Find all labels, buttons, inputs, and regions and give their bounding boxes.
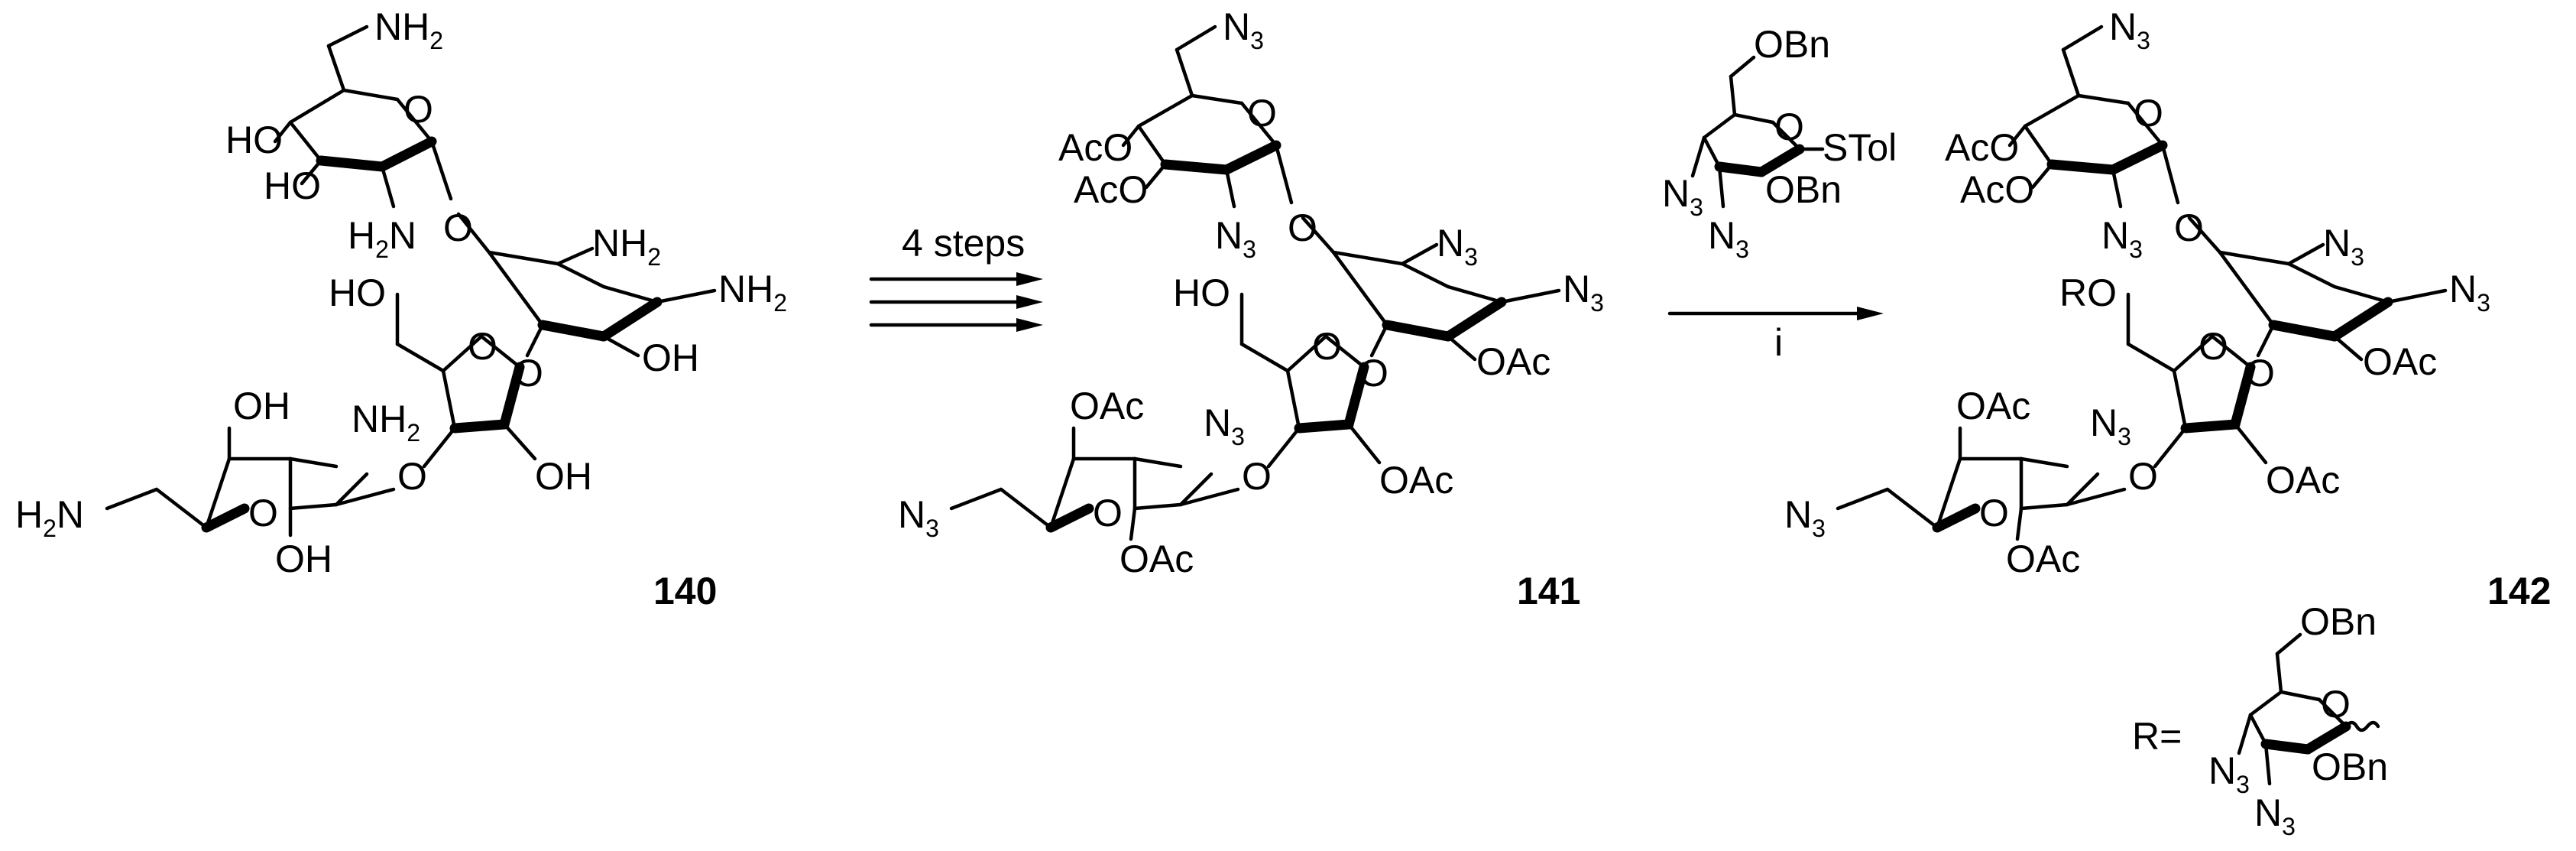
atom-o-ring-r: O [2321,683,2351,726]
atom-oh-140-e: OH [642,336,699,379]
ring-140-cyclohexane [487,246,717,358]
atom-n3-142-c: N3 [2323,222,2364,271]
atom-nh2-top-140: NH2 [374,5,443,54]
ring-142-furanose [2126,292,2268,469]
atom-oh-140-j: OH [275,538,332,580]
atom-n3-142-b: N3 [2101,214,2143,263]
atom-obn-donor-b: OBn [1765,168,1842,211]
atom-oh-140-g: OH [535,455,592,498]
atom-o-ring-140-furanose: O [468,325,497,368]
atom-ho-141-f: HO [1173,271,1230,314]
atom-n3-141-c: N3 [1437,222,1478,271]
ring-142-cyclohexane [2218,242,2448,362]
ring-141-furanose [1239,292,1382,469]
atom-o-ring-141-bottom: O [1093,492,1123,534]
atom-oac-141-i: OAc [1070,385,1144,427]
atom-o-ring-140-top: O [403,88,433,131]
r-definition-label: R= [2132,715,2182,758]
atom-n3-142-k: N3 [1784,493,1826,542]
atom-oac-142-i: OAc [1956,385,2030,427]
atom-h2n-140-k: H2N [15,493,84,542]
atom-n3-141-h: N3 [1204,401,1245,450]
atom-n3-142-h: N3 [2090,401,2131,450]
atom-nh2-140-c: NH2 [592,222,661,271]
atom-nh2-140-d: NH2 [718,268,787,317]
atom-n3-142-d: N3 [2449,268,2490,317]
glycosyl-donor-structure [1690,55,1825,209]
r-group-structure [2237,632,2380,786]
atom-o-ring-donor: O [1774,106,1804,148]
atom-oac-141-g: OAc [1379,459,1453,502]
atom-o-ring-142-furanose: O [2199,325,2228,368]
ring-140-bottom-pyranose [105,426,396,538]
compound-140-structure: NH2 O HO HO H2N O NH2 NH2 OH O [15,5,787,580]
atom-o-ring-142-top: O [2134,92,2163,135]
atom-n3-142-a: N3 [2109,5,2150,54]
atom-ro-142-f: RO [2059,271,2117,314]
atom-oac-142-j: OAc [2006,538,2080,580]
atom-nh2-140-h: NH2 [352,398,420,447]
atom-o-glyc-142-c: O [2128,455,2158,498]
atom-o-ring-142-bottom: O [1979,492,2009,534]
ring-140-furanose [395,292,537,469]
atom-n3-141-k: N3 [898,493,939,542]
reaction-arrow-1 [869,272,1043,332]
atom-o-glyc-140-a: O [443,206,473,249]
atom-oac-141-e: OAc [1476,340,1550,383]
atom-ho-140-a: HO [225,119,283,161]
atom-n3-141-d: N3 [1563,268,1604,317]
atom-aco-142-b: AcO [1960,168,2034,211]
atom-n3-donor-b: N3 [1708,214,1749,263]
atom-n3-r-b: N3 [2254,791,2296,840]
atom-o-glyc-142-a: O [2174,206,2204,249]
atom-oac-142-e: OAc [2363,340,2437,383]
ring-141-top-pyranose [1121,24,1336,255]
ring-142-top-pyranose [2007,24,2222,255]
atom-obn-r-b: OBn [2312,745,2388,788]
arrow-2-label: i [1774,321,1783,364]
atom-oac-141-j: OAc [1120,538,1194,580]
atom-obn-r-a: OBn [2300,600,2377,643]
atom-aco-142-a: AcO [1945,126,2019,169]
atom-oh-140-i: OH [233,385,290,427]
compound-number-142: 142 [2487,570,2551,612]
atom-obn-donor-a: OBn [1754,23,1830,66]
atom-o-ring-141-top: O [1247,92,1277,135]
atom-o-glyc-141-c: O [1242,455,1272,498]
ring-142-bottom-pyranose [1836,426,2127,541]
compound-number-140: 140 [653,570,717,612]
atom-o-glyc-140-c: O [397,455,427,498]
atom-ho-140-b: HO [264,164,321,207]
atom-oac-142-g: OAc [2266,459,2340,502]
atom-stol-donor: STol [1823,126,1897,169]
atom-h2n-140-mid: H2N [348,214,416,263]
atom-o-ring-140-bottom: O [248,492,278,534]
atom-ho-140-f: HO [329,271,386,314]
compound-141-structure: N3 O AcO AcO N3 O N3 N3 OAc O [898,5,1604,580]
compound-142-structure: N3 O AcO AcO N3 O N3 N3 OAc O [1784,5,2490,580]
atom-o-ring-141-furanose: O [1312,325,1342,368]
ring-141-cyclohexane [1331,242,1561,362]
atom-o-glyc-141-a: O [1288,206,1317,249]
compound-number-141: 141 [1517,570,1580,612]
atom-n3-r-a: N3 [2208,749,2250,798]
arrow-1-label: 4 steps [902,222,1025,265]
ring-141-bottom-pyranose [949,426,1240,541]
atom-aco-141-a: AcO [1058,126,1132,169]
reaction-arrow-2 [1667,307,1884,320]
atom-n3-141-a: N3 [1223,5,1264,54]
atom-aco-141-b: AcO [1074,168,1148,211]
ring-140-top-pyranose [273,24,491,255]
atom-n3-141-b: N3 [1215,214,1256,263]
atom-n3-donor-a: N3 [1662,172,1703,221]
